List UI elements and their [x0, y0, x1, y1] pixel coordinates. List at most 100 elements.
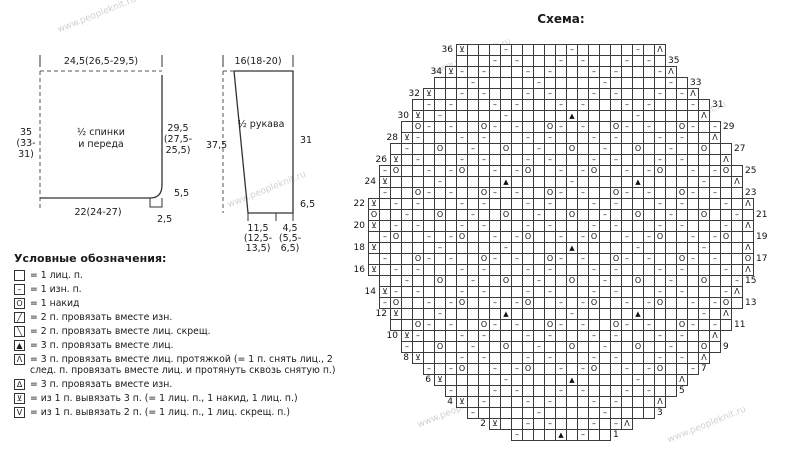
legend-item: –= 1 изн. п. — [14, 284, 354, 295]
legend-item-text: = из 1 п. вывязать 2 п. (= 1 лиц. п., 1 … — [30, 407, 290, 418]
body-piece-label-2: и переда — [78, 139, 124, 150]
chart-row-number: 22 — [353, 199, 365, 209]
chart-row-number: 30 — [397, 111, 409, 121]
body-slit-label: 2,5 — [157, 214, 172, 225]
chart-cell — [665, 385, 677, 397]
legend-symbol-box: ╲ — [14, 326, 25, 337]
legend-symbol-box: – — [14, 284, 25, 295]
body-bottom-width-label: 22(24-27) — [74, 207, 121, 218]
chart-row-number: 29 — [723, 122, 735, 132]
chart-row-number: 10 — [386, 331, 398, 341]
chart-row-number: 11 — [734, 320, 746, 330]
watermark: www.peopleknit.ru — [56, 0, 138, 36]
chart-cell: Λ — [742, 264, 754, 276]
chart-row-number: 1 — [613, 430, 619, 440]
chart-cell — [643, 407, 655, 419]
legend-symbol-box: ⊻ — [14, 393, 25, 404]
chart-cell: Λ — [742, 242, 754, 254]
legend-item-text: = 1 лиц. п. — [30, 270, 83, 281]
body-piece-label-1: ½ спинки — [77, 127, 125, 138]
legend-symbol-box: ∆ — [14, 379, 25, 390]
body-hem-height-label: 5,5 — [174, 188, 189, 199]
sleeve-bottom-w1-2: (12,5- — [244, 233, 272, 244]
legend-symbol-box — [14, 270, 25, 281]
body-piece-schematic: 24,5(26,5-29,5) 35 (33- 31) ½ спинки и п… — [16, 55, 192, 225]
legend-item-text: = 3 п. провязать вместе лиц. протяжкой (… — [30, 354, 336, 376]
chart-row-number: 13 — [745, 298, 757, 308]
chart-cell — [709, 341, 721, 353]
chart-cell: Λ — [698, 352, 710, 364]
chart-cell: – — [467, 407, 479, 419]
chart-row-number: 8 — [403, 353, 409, 363]
sleeve-top-width-label: 16(18-20) — [234, 56, 281, 67]
body-left-height-1: 35 — [20, 127, 32, 138]
legend-item: O = 1 накид — [14, 298, 354, 309]
chart-row-number: 25 — [745, 166, 757, 176]
body-right-height-2: (27,5- — [164, 134, 192, 145]
body-left-height-3: 31) — [18, 149, 34, 160]
body-slit — [149, 198, 163, 208]
legend-symbol-box: ▲ — [14, 340, 25, 351]
chart-row-number: 14 — [364, 287, 376, 297]
chart-cell — [599, 429, 611, 441]
legend-item-text: = 1 накид — [30, 298, 80, 309]
chart-cell: Λ — [654, 396, 666, 408]
legend-item-text: = из 1 п. вывязать 3 п. (= 1 лиц. п., 1 … — [30, 393, 298, 404]
legend-item: ⊻ = из 1 п. вывязать 3 п. (= 1 лиц. п., 1… — [14, 393, 354, 404]
chart-row-number: 33 — [690, 78, 702, 88]
chart-cell: – — [687, 363, 699, 375]
legend-item-text: = 2 п. провязать вместе изн. — [30, 312, 173, 323]
legend-item: ╲ = 2 п. провязать вместе лиц. скрещ. — [14, 326, 354, 337]
sleeve-bottom-w1-3: 13,5) — [246, 243, 271, 254]
chart-row-number: 21 — [756, 210, 768, 220]
chart-cell — [731, 297, 743, 309]
chart-row-number: 27 — [734, 144, 746, 154]
legend-item-text: = 1 изн. п. — [30, 284, 82, 295]
legend-symbol-box: O — [14, 298, 25, 309]
chart-row-number: 16 — [353, 265, 365, 275]
legend-items: = 1 лиц. п.–= 1 изн. п.O= 1 накид╱= 2 п.… — [14, 270, 354, 418]
chart-cell: Λ — [676, 374, 688, 386]
sleeve-bottom-w2-1: 4,5 — [282, 223, 297, 234]
chart-row-number: 19 — [756, 232, 768, 242]
body-right-height-3: 25,5) — [166, 145, 191, 156]
sleeve-contour — [233, 70, 294, 214]
sleeve-bottom-w2-3: 6,5) — [281, 243, 300, 254]
legend-item: ∆ = 3 п. провязать вместе изн. — [14, 379, 354, 390]
sleeve-bottom-w2-2: (5,5- — [279, 233, 301, 244]
chart-cell: Λ — [731, 286, 743, 298]
legend-item: Λ= 3 п. провязать вместе лиц. протяжкой … — [14, 354, 354, 376]
legend-item: ▲= 3 п. провязать вместе лиц. — [14, 340, 354, 351]
legend-item-text: = 3 п. провязать вместе изн. — [30, 379, 173, 390]
chart-row-number: 34 — [430, 67, 442, 77]
legend-item: = 1 лиц. п. — [14, 270, 354, 281]
chart-row-number: 20 — [353, 221, 365, 231]
chart-cell: Λ — [621, 418, 633, 430]
sleeve-piece-label: ½ рукава — [238, 119, 285, 130]
chart-cell: Λ — [698, 110, 710, 122]
legend: Условные обозначения: = 1 лиц. п.–= 1 из… — [14, 252, 354, 421]
legend-item-text: = 2 п. провязать вместе лиц. скрещ. — [30, 326, 211, 337]
sleeve-cuff-height-label: 6,5 — [300, 199, 315, 210]
chart-cell — [720, 319, 732, 331]
chart-cell: – — [511, 429, 523, 441]
legend-item: V= из 1 п. вывязать 2 п. (= 1 лиц. п., 1… — [14, 407, 354, 418]
chart-row-number: 15 — [745, 276, 757, 286]
chart-row-number: 24 — [364, 177, 376, 187]
chart-row-number: 7 — [701, 364, 707, 374]
chart-row-number: 32 — [408, 89, 420, 99]
legend-symbol-box: ╱ — [14, 312, 25, 323]
chart-title: Схема: — [537, 12, 585, 26]
chart-row-number: 26 — [375, 155, 387, 165]
sleeve-bottom-w1-1: 11,5 — [247, 223, 268, 234]
sleeve-left-height-label: 37,5 — [206, 140, 227, 151]
chart-row-number: 9 — [723, 342, 729, 352]
chart-row-number: 2 — [480, 419, 486, 429]
sleeve-right-height-label: 31 — [300, 135, 312, 146]
chart-row-number: 35 — [668, 56, 680, 66]
chart-cell: ⊻ — [434, 374, 446, 386]
chart-row-number: 4 — [447, 397, 453, 407]
chart-row-number: 36 — [441, 45, 453, 55]
body-left-height-2: (33- — [16, 138, 35, 149]
